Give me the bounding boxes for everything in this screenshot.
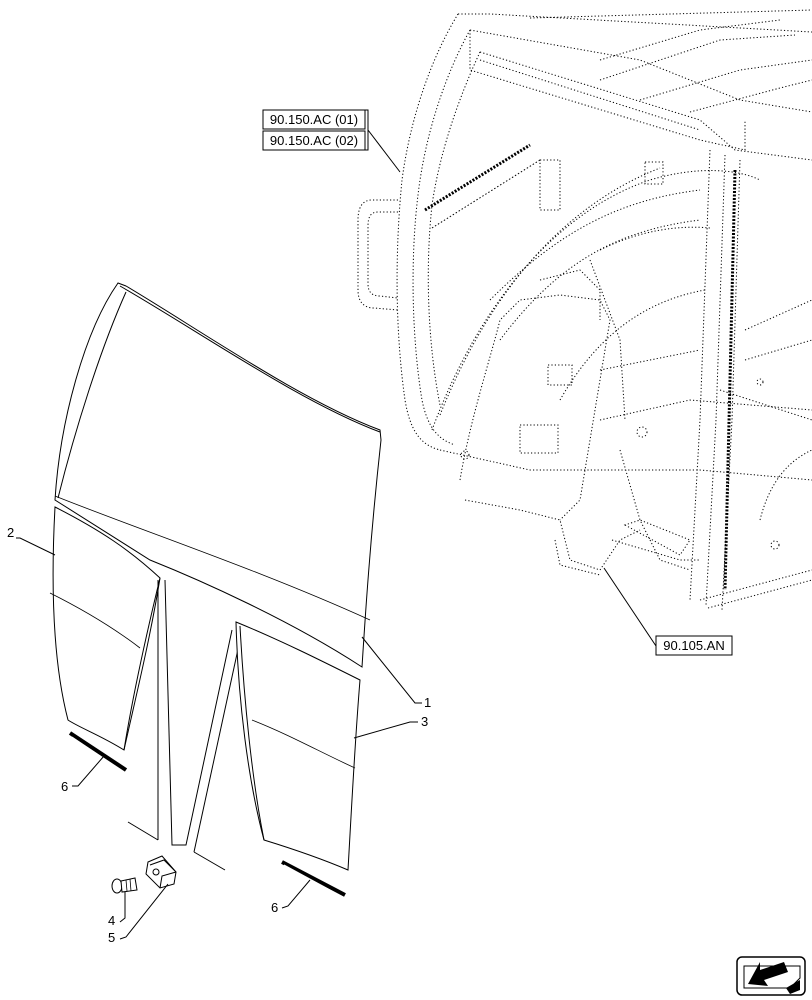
- callout-6-left: 6: [61, 755, 105, 794]
- center-strip: [127, 579, 241, 871]
- part-2-left-panel: [49, 506, 161, 751]
- ref-box-90-150-ac-01[interactable]: 90.150.AC (01): [262, 109, 366, 130]
- callout-5: 5: [108, 883, 169, 945]
- arrow-icon[interactable]: [736, 956, 806, 996]
- part-3-right-panel: [235, 621, 361, 871]
- ref-label-90-150-ac-01: 90.150.AC (01): [270, 112, 358, 127]
- part-1-window-panel: [54, 282, 382, 668]
- callout-6-right: 6: [271, 879, 311, 915]
- callout-3: 3: [353, 714, 428, 739]
- part-5-clip: [145, 855, 177, 889]
- ref-box-90-150-ac-02[interactable]: 90.150.AC (02): [262, 130, 366, 151]
- ref-leader-90-105-an: [603, 567, 657, 647]
- callout-4: 4: [108, 892, 126, 928]
- callout-3-label: 3: [421, 714, 428, 729]
- callout-1: 1: [361, 636, 431, 710]
- ref-label-90-150-ac-02: 90.150.AC (02): [270, 133, 358, 148]
- ref-box-90-105-an[interactable]: 90.105.AN: [655, 635, 733, 656]
- part-6-seal-left: [68, 731, 128, 773]
- part-6-seal-right: [281, 860, 346, 898]
- ref-label-90-105-an: 90.105.AN: [663, 638, 724, 653]
- ref-leader-90-150-ac: [367, 129, 401, 173]
- callout-6-left-label: 6: [61, 779, 68, 794]
- callout-4-label: 4: [108, 913, 115, 928]
- callout-1-label: 1: [424, 695, 431, 710]
- callout-6-right-label: 6: [271, 900, 278, 915]
- cab-frame: [357, 9, 812, 611]
- callout-2-label: 2: [7, 525, 14, 540]
- callout-2: 2: [7, 525, 56, 556]
- part-4-screw: [111, 877, 138, 894]
- callout-5-label: 5: [108, 930, 115, 945]
